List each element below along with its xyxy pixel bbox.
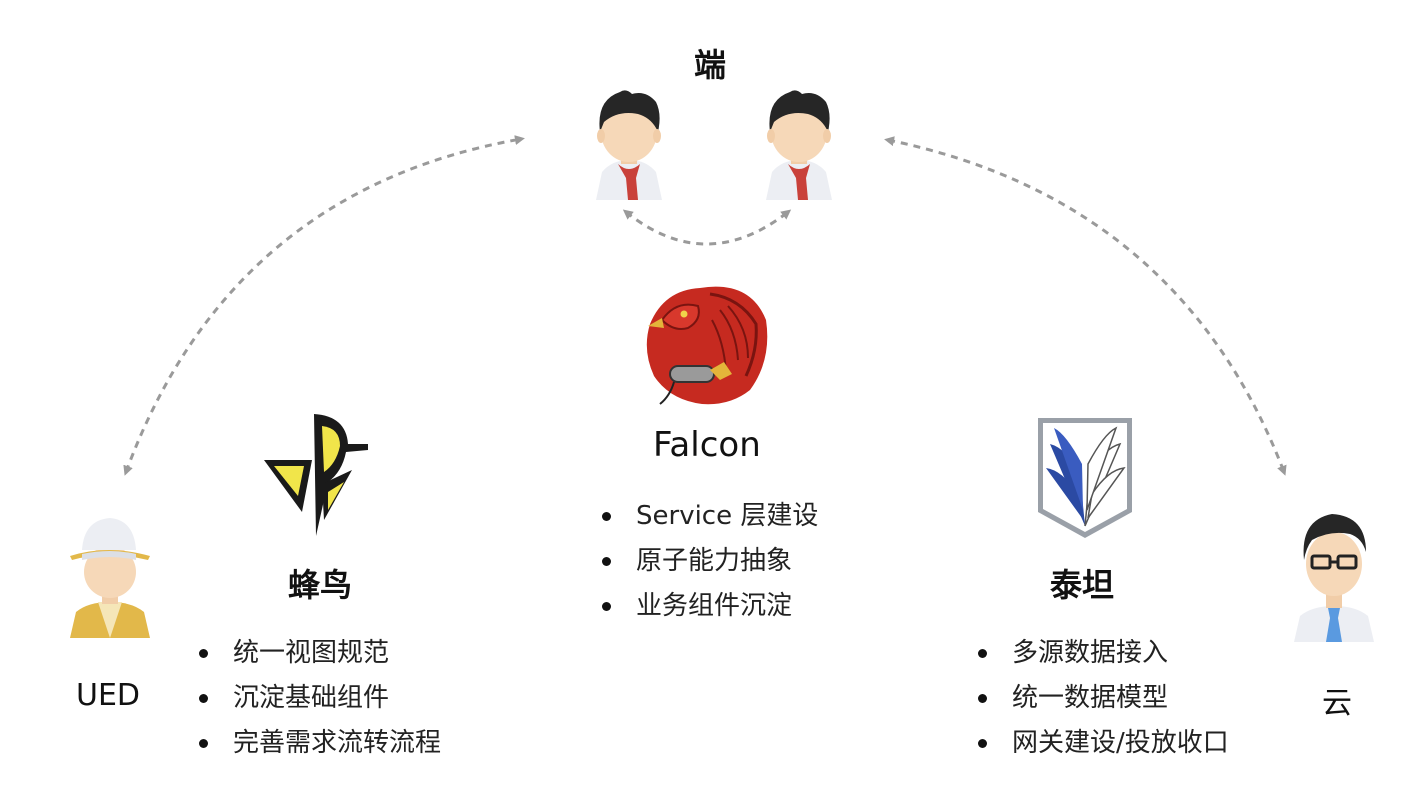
arc-ued-to-duan xyxy=(123,135,525,476)
list-item: Service 层建设 xyxy=(596,494,818,539)
developer-icon xyxy=(766,90,832,200)
fengniao-title: 蜂鸟 xyxy=(288,566,353,604)
list-item: 统一数据模型 xyxy=(972,676,1229,721)
list-item: 业务组件沉淀 xyxy=(596,584,818,629)
arc-dev-to-dev xyxy=(622,209,792,246)
falcon-title: Falcon xyxy=(653,425,761,465)
list-item: 多源数据接入 xyxy=(972,631,1229,676)
list-item: 沉淀基础组件 xyxy=(193,676,441,721)
list-item: 原子能力抽象 xyxy=(596,539,818,584)
list-item: 网关建设/投放收口 xyxy=(972,721,1229,766)
list-item: 统一视图规范 xyxy=(193,631,441,676)
cloud-label: 云 xyxy=(1322,686,1352,721)
fengniao-logo-icon xyxy=(264,414,368,536)
arc-duan-to-cloud xyxy=(884,136,1287,476)
fengniao-bullet-list: 统一视图规范 沉淀基础组件 完善需求流转流程 xyxy=(193,631,441,766)
cloud-engineer-icon xyxy=(1294,514,1374,642)
duan-title: 端 xyxy=(694,46,727,84)
developer-icon xyxy=(596,90,662,200)
list-item: 完善需求流转流程 xyxy=(193,721,441,766)
designer-icon xyxy=(70,518,150,638)
taitan-logo-icon xyxy=(1038,418,1132,538)
falcon-logo-icon xyxy=(646,286,768,405)
taitan-bullet-list: 多源数据接入 统一数据模型 网关建设/投放收口 xyxy=(972,631,1229,766)
taitan-title: 泰坦 xyxy=(1050,566,1115,604)
falcon-bullet-list: Service 层建设 原子能力抽象 业务组件沉淀 xyxy=(596,494,818,629)
ued-label: UED xyxy=(76,678,141,713)
